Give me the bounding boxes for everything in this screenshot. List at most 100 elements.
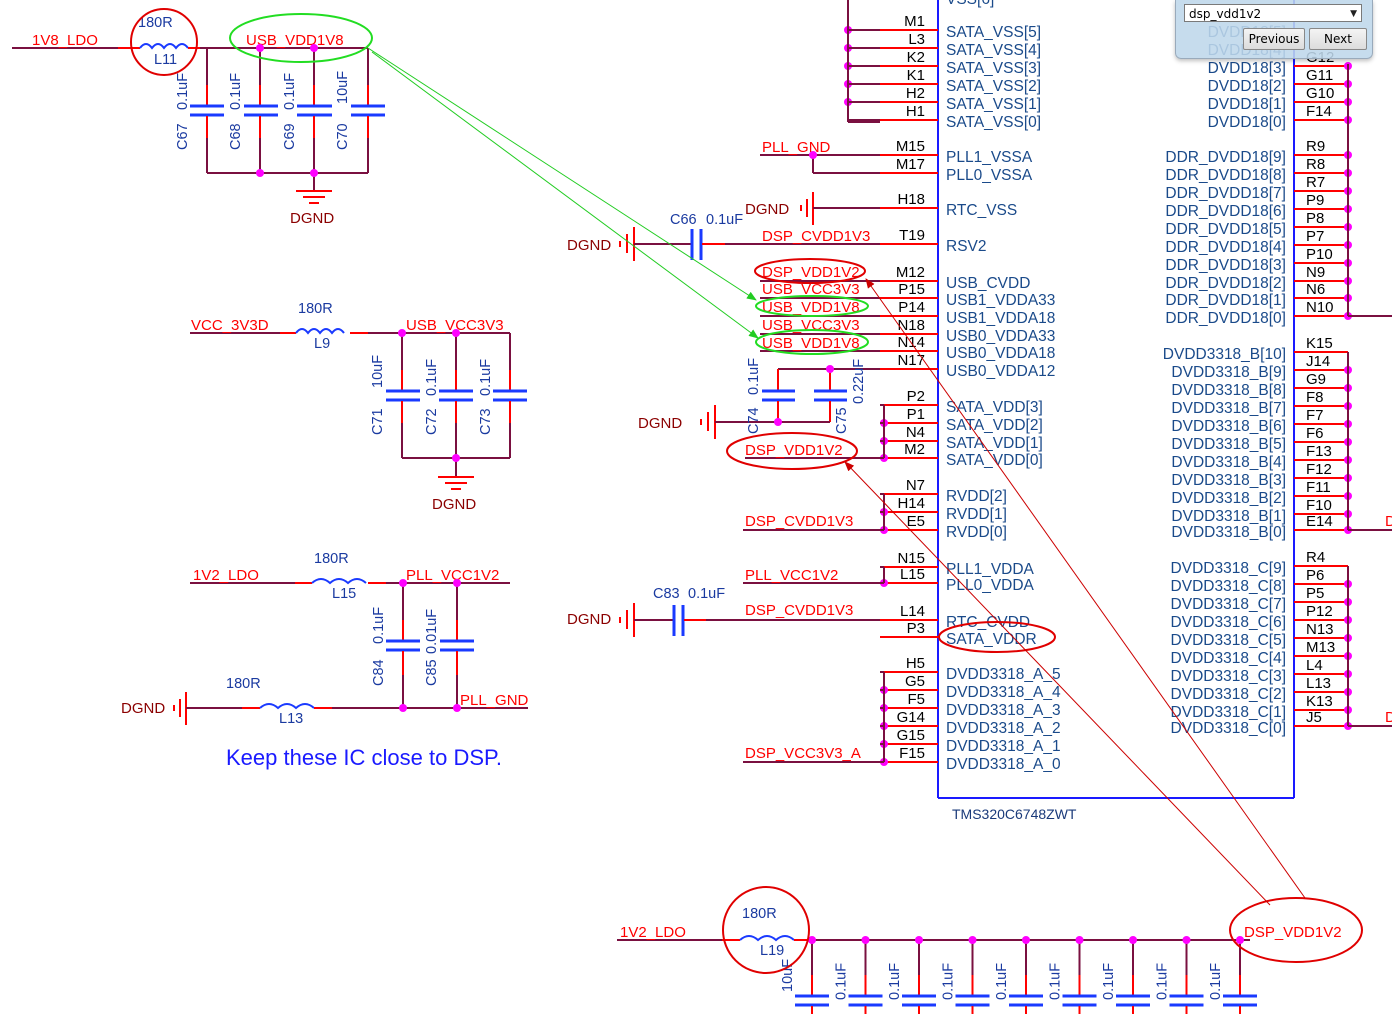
dgnd-label: DGND <box>121 700 165 717</box>
net-label-pll-vcc1v2: PLL_VCC1V2 <box>745 567 838 584</box>
ground-symbol <box>800 192 814 225</box>
cap-column-c69 <box>297 48 332 173</box>
pin-number: P10 <box>1306 246 1333 263</box>
chevron-down-icon[interactable]: ▼ <box>1350 9 1357 19</box>
usb-vdd1v8-filter: 1V8_LDO 180R L11 USB_VDD1V8 <box>12 8 385 227</box>
pin-name: DVDD3318_C[0] <box>1171 720 1286 737</box>
pin-name: DDR_DVDD18[1] <box>1165 292 1286 309</box>
pin-name: RVDD[0] <box>946 524 1007 541</box>
highlight-dsp-vdd1v2 <box>1229 897 1363 963</box>
previous-button[interactable]: Previous <box>1243 28 1305 50</box>
pin-number: K13 <box>1306 693 1333 710</box>
pin-name: PLL1_VSSA <box>946 149 1033 166</box>
bottom-cap: 0.1uF <box>994 936 1043 1014</box>
c75-value: 0.22uF <box>851 359 867 404</box>
pin-number: R8 <box>1306 156 1325 173</box>
bottom-cap-value: 0.1uF <box>1101 963 1117 1000</box>
pin-number: P5 <box>1306 585 1324 602</box>
chip-right-wiring: D D <box>1347 64 1392 727</box>
pin-name: DVDD3318_B[7] <box>1171 400 1286 417</box>
junction <box>398 329 406 337</box>
layout-note: Keep these IC close to DSP. <box>226 745 502 770</box>
c68-value: 0.1uF <box>228 73 244 110</box>
junction <box>399 704 407 712</box>
pin-number: G14 <box>897 709 925 726</box>
pin-number: F11 <box>1306 479 1331 496</box>
l11-ref: L11 <box>154 52 177 68</box>
l15-value: 180R <box>314 551 349 567</box>
pin-name: DVDD3318_C[1] <box>1171 704 1286 721</box>
pin-name: DVDD3318_C[4] <box>1171 650 1286 667</box>
bottom-cap: 0.1uF <box>834 936 883 1014</box>
pin-name: DVDD18[3] <box>1208 60 1286 77</box>
cap-column-c84 <box>386 583 420 708</box>
pin-number: L4 <box>1306 657 1323 674</box>
pin-number: L13 <box>1306 675 1331 692</box>
next-button[interactable]: Next <box>1309 28 1367 50</box>
bottom-cap: 10uF <box>780 936 829 1014</box>
pin-number: P6 <box>1306 567 1324 584</box>
pin-name: DVDD3318_B[5] <box>1171 436 1286 453</box>
pin-name: DVDD3318_A_4 <box>946 684 1061 701</box>
net-search-dropdown[interactable]: dsp_vdd1v2 ▼ <box>1184 4 1362 22</box>
pin-name: SATA_VDDR <box>946 631 1037 648</box>
usb-vcc3v3-filter: VCC_3V3D 180R L9 USB_VCC3V3 DGND 10uF C7… <box>190 301 527 513</box>
pin-number: N4 <box>906 424 925 441</box>
pin-number: F5 <box>907 691 925 708</box>
pin-name: DVDD3318_A_3 <box>946 702 1061 719</box>
ground-symbol <box>619 603 635 637</box>
junction <box>453 579 461 587</box>
pin-number: R7 <box>1306 174 1325 191</box>
pin-number: F7 <box>1306 407 1324 424</box>
highlight-dsp-vdd1v2-sata <box>726 432 858 470</box>
cap-column-c67 <box>190 48 224 173</box>
pin-name: DVDD3318_A_5 <box>946 666 1061 683</box>
junction <box>1022 936 1030 944</box>
highlight-dsp-vdd1v2-m12 <box>754 258 866 284</box>
pin-name: DVDD18[2] <box>1208 78 1286 95</box>
junction <box>256 44 264 52</box>
pin-name: SATA_VSS[1] <box>946 96 1041 113</box>
pin-number: N13 <box>1306 621 1334 638</box>
pin-name: SATA_VSS[3] <box>946 60 1041 77</box>
pin-name: USB0_VDDA18 <box>946 345 1055 362</box>
pin-name: DVDD3318_B[0] <box>1171 524 1286 541</box>
pin-number: R9 <box>1306 138 1325 155</box>
pin-number: F14 <box>1306 103 1332 120</box>
pin-number: F13 <box>1306 443 1332 460</box>
net-label-dsp-vdd1v2: DSP_VDD1V2 <box>762 264 860 281</box>
dgnd-label: DGND <box>432 496 476 513</box>
l13-ref: L13 <box>279 711 303 727</box>
dgnd-label: DGND <box>638 415 682 432</box>
pin-number: T19 <box>899 227 925 244</box>
pin-number: P15 <box>898 281 925 298</box>
l9-ref: L9 <box>314 336 330 352</box>
pin-name: RVDD[1] <box>946 506 1007 523</box>
c73-ref: C73 <box>478 408 494 435</box>
net-label-usb-vcc3v3: USB_VCC3V3 <box>406 317 504 334</box>
bottom-cap-value: 0.1uF <box>1208 963 1224 1000</box>
pin-number: P8 <box>1306 210 1324 227</box>
l13-value: 180R <box>226 676 261 692</box>
pin-name: DVDD3318_C[5] <box>1171 632 1286 649</box>
pin-number: M13 <box>1306 639 1335 656</box>
pin-name: DVDD3318_C[3] <box>1171 668 1286 685</box>
pin-number: M15 <box>896 138 925 155</box>
pin-number: P7 <box>1306 228 1324 245</box>
